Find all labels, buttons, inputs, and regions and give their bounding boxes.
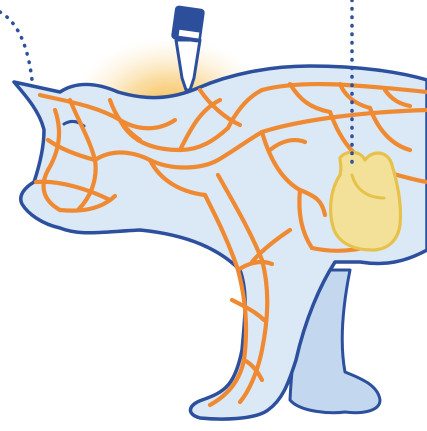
heart-icon (331, 152, 401, 250)
leader-line-left (0, 12, 33, 90)
